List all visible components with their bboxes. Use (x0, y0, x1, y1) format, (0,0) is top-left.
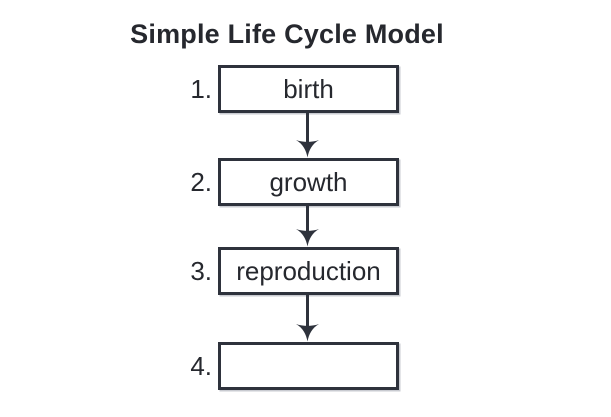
arrow-down-icon (296, 113, 319, 158)
step-4-number: 4. (190, 351, 212, 381)
arrow-down-icon (296, 206, 319, 247)
step-3-number: 3. (190, 256, 212, 286)
step-2-number: 2. (190, 167, 212, 197)
diagram-title: Simple Life Cycle Model (130, 19, 444, 49)
step-1-box: birth (218, 65, 399, 113)
step-2-box: growth (218, 158, 399, 206)
step-3-box: reproduction (218, 247, 399, 295)
step-1-number: 1. (190, 74, 212, 104)
step-4-box (218, 342, 399, 390)
arrow-down-icon (296, 295, 319, 342)
